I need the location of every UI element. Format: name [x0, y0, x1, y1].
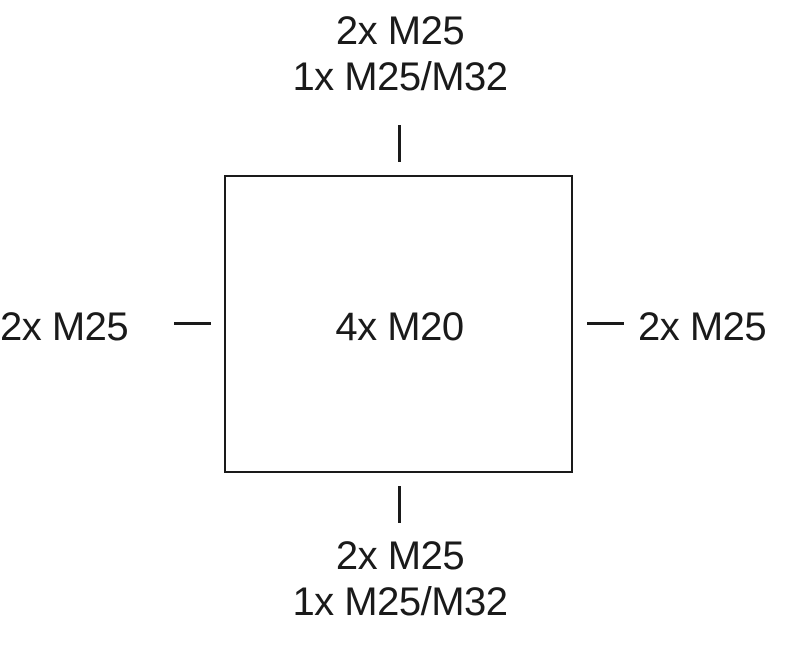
right-entry-label: 2x M25: [638, 305, 767, 349]
top-entry-labels: 2x M25 1x M25/M32: [250, 8, 550, 100]
top-entry-tick: [398, 125, 401, 162]
top-entry-line-1: 2x M25: [335, 9, 465, 53]
bottom-entry-labels: 2x M25 1x M25/M32: [250, 533, 550, 625]
bottom-entry-line-1: 2x M25: [335, 534, 465, 578]
enclosure-box: [224, 175, 573, 473]
bottom-entry-line-2: 1x M25/M32: [292, 580, 508, 624]
left-entry-label: 2x M25: [0, 305, 129, 349]
top-entry-line-2: 1x M25/M32: [292, 55, 508, 99]
bottom-entry-tick: [398, 486, 401, 523]
right-entry-tick: [587, 322, 624, 325]
center-entry-label: 4x M20: [335, 305, 464, 349]
left-entry-tick: [174, 322, 211, 325]
